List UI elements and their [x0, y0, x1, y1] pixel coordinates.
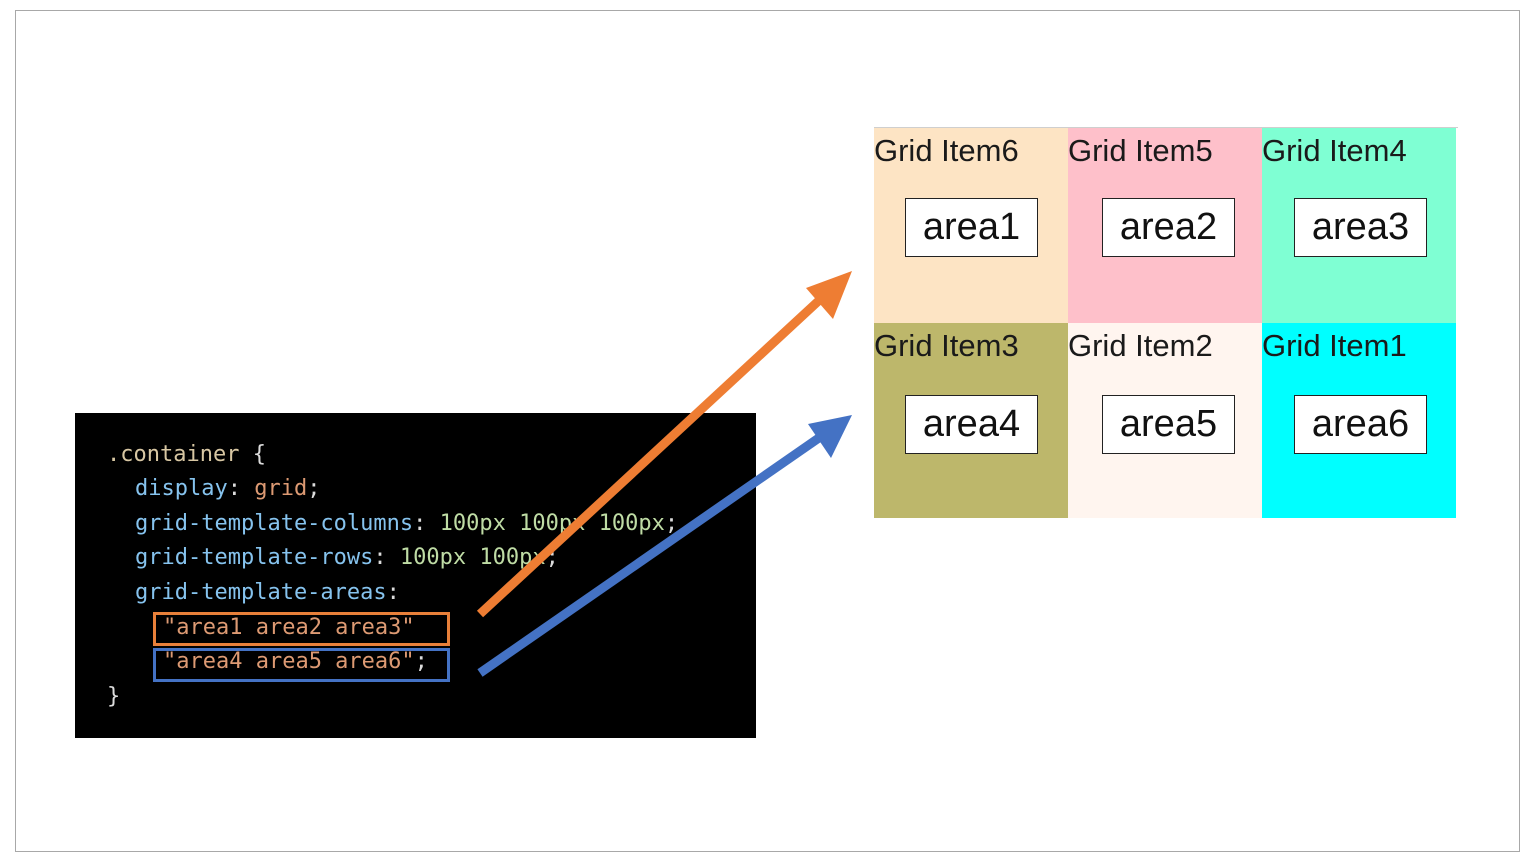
code-open-brace: {	[252, 442, 266, 467]
code-line-display: display: grid;	[135, 476, 321, 501]
grid-cell-3: Grid Item4 area3	[1262, 128, 1456, 323]
code-prop: grid-template-columns	[135, 511, 414, 536]
grid-cell-5: Grid Item2 area5	[1068, 323, 1262, 518]
area-label: area1	[905, 198, 1038, 257]
code-line-areas: grid-template-areas:	[135, 580, 400, 605]
code-line-area-row1: "area1 area2 area3"	[163, 613, 415, 643]
highlight-box-row2	[153, 648, 450, 682]
grid-item-title: Grid Item4	[1262, 133, 1407, 168]
code-line-selector: .container {	[107, 440, 266, 470]
code-area-row1: "area1 area2 area3"	[163, 615, 415, 640]
grid-cell-4: Grid Item3 area4	[874, 323, 1068, 518]
area-label: area4	[905, 395, 1038, 454]
grid-item-title: Grid Item1	[1262, 328, 1407, 363]
grid-cell-1: Grid Item6 area1	[874, 128, 1068, 323]
code-prop: grid-template-areas	[135, 580, 387, 605]
code-value: grid	[254, 476, 308, 501]
grid-item-title: Grid Item3	[874, 328, 1019, 363]
arrow-row1-shaft	[476, 290, 830, 618]
code-line-area-row2: "area4 area5 area6";	[163, 649, 428, 674]
grid-item-title: Grid Item2	[1068, 328, 1213, 363]
grid-item-title: Grid Item6	[874, 133, 1019, 168]
area-label: area2	[1102, 198, 1235, 257]
code-selector: .container	[107, 442, 240, 467]
area-label: area5	[1102, 395, 1235, 454]
highlight-box-row1	[153, 612, 450, 646]
area-label: area6	[1294, 395, 1427, 454]
arrow-row2-shaft	[477, 429, 829, 677]
code-prop: display	[135, 476, 228, 501]
code-value: 100px 100px 100px	[439, 511, 665, 536]
grid-item-title: Grid Item5	[1068, 133, 1213, 168]
code-line-columns: grid-template-columns: 100px 100px 100px…	[135, 511, 679, 536]
code-prop: grid-template-rows	[135, 545, 374, 570]
code-area-row2: "area4 area5 area6"	[163, 649, 415, 674]
grid-cell-2: Grid Item5 area2	[1068, 128, 1262, 323]
arrow-row2-head	[808, 415, 852, 458]
grid-preview: Grid Item6 area1 Grid Item5 area2 Grid I…	[874, 127, 1458, 519]
grid-cell-6: Grid Item1 area6	[1262, 323, 1456, 518]
code-line-close: }	[107, 682, 120, 712]
arrow-row1-head	[806, 271, 852, 319]
code-close-brace: }	[107, 684, 121, 709]
area-label: area3	[1294, 198, 1427, 257]
